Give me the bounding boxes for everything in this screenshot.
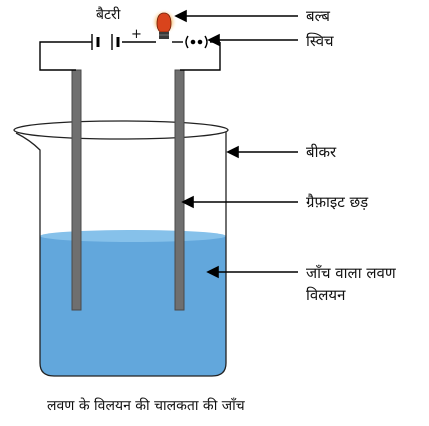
diagram-caption: लवण के विलयन की चालकता की जाँच [47,398,245,414]
circuit-wire [39,41,221,71]
test-solution-label-line1: जाँच वाला लवण [306,264,396,282]
bulb-icon [151,9,177,39]
salt-solution [40,232,226,376]
beaker [13,120,229,377]
solution-surface [40,230,226,242]
beaker-label: बीकर [306,143,337,161]
bulb-label: बल्ब [306,7,330,25]
graphite-rod-label: ग्रैफ़ाइट छड़ [306,193,369,211]
battery-plus-sign: + [131,27,142,42]
switch-icon [185,35,208,49]
battery-icon [91,34,120,50]
switch-label: स्विच [306,32,334,50]
label-arrows [174,9,298,279]
graphite-rod-right [174,69,185,311]
graphite-rod-left [71,69,82,311]
test-solution-label-line2: विलयन [306,286,346,304]
battery-label: बैटरी [96,7,121,23]
